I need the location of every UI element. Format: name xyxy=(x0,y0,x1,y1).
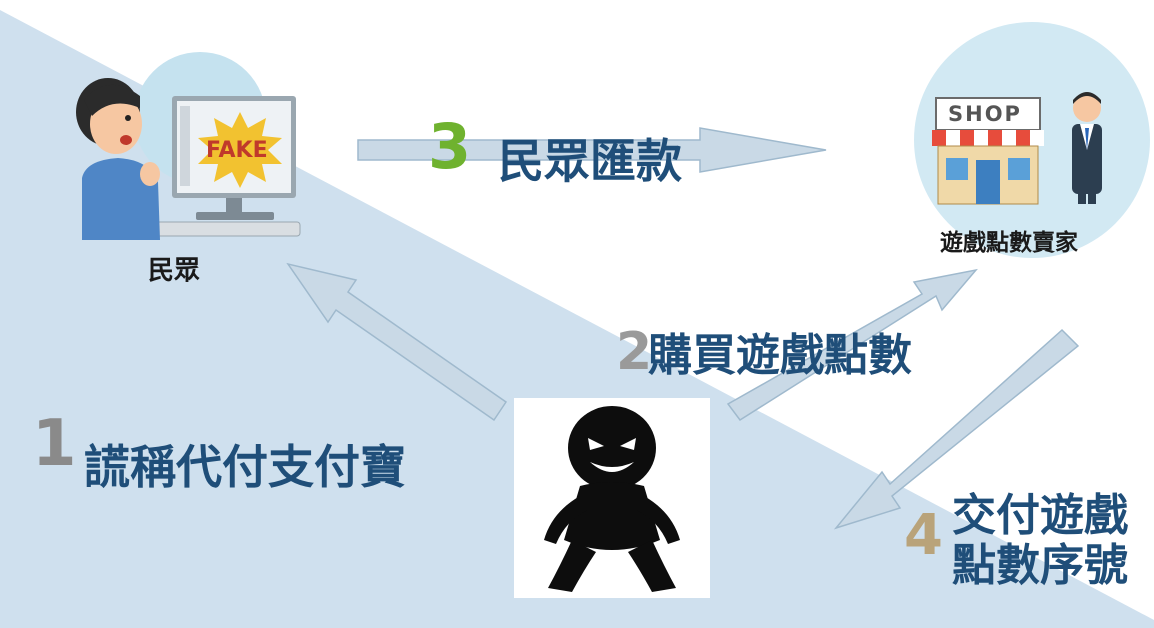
fake-burst-icon xyxy=(198,112,282,188)
step-1-number: 1 xyxy=(32,407,77,481)
seller-illustration xyxy=(932,92,1102,205)
arrow-step-1 xyxy=(286,262,508,422)
step-3-label: 民眾匯款 xyxy=(498,134,682,188)
citizen-illustration xyxy=(76,78,301,240)
scammer-illustration xyxy=(514,398,710,598)
arrow-step-4 xyxy=(833,328,1080,530)
step-4-number: 4 xyxy=(904,503,943,568)
shop-sign-text: SHOP xyxy=(948,102,1022,126)
step-2-label: 購買遊戲點數 xyxy=(648,330,912,381)
step-4-label-line1: 交付遊戲 xyxy=(952,490,1128,541)
step-4-label-line2: 點數序號 xyxy=(952,540,1128,591)
step-1-label: 謊稱代付支付寶 xyxy=(84,440,406,494)
citizen-label: 民眾 xyxy=(148,256,201,286)
seller-label: 遊戲點數賣家 xyxy=(940,230,1078,256)
arrow-step-2 xyxy=(726,268,978,422)
step-2-number: 2 xyxy=(616,322,653,382)
arrow-step-3 xyxy=(357,127,827,173)
fake-screen-text: FAKE xyxy=(206,138,268,163)
step-3-number: 3 xyxy=(428,110,472,183)
